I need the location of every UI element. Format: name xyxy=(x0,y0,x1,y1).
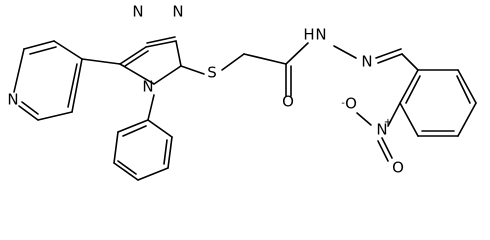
atom-triazole-n2: N xyxy=(172,3,183,21)
bond-benz-inner-1 xyxy=(456,75,471,104)
bond-ph-inner-2 xyxy=(117,160,137,175)
bond-pyr-inner-3 xyxy=(67,63,78,108)
bond-pyr-c2-n xyxy=(13,48,25,93)
bond-ph-c1-c2 xyxy=(147,119,173,138)
bond-ph-c6-c1 xyxy=(117,119,149,133)
bond-s-ch2 xyxy=(221,53,245,71)
bond-ph-c5-c6 xyxy=(113,131,119,164)
bond-n-ch-double xyxy=(375,48,402,59)
bond-pyr-n-c6 xyxy=(18,105,39,121)
bond-nitro-o-bot-double xyxy=(377,140,389,162)
atom-nitro-nitrogen: N xyxy=(376,121,387,139)
bond-benz-inner-3 xyxy=(405,75,421,104)
atom-nitro-charge-plus: + xyxy=(384,117,392,128)
bond-pyr-c3-c2 xyxy=(23,40,55,50)
bonds xyxy=(13,36,477,181)
bond-benz-c6-c1 xyxy=(399,69,419,104)
bond-carbonyl-nh xyxy=(285,42,309,65)
bond-triazole-c5-n1 xyxy=(119,46,147,65)
bond-triazole-n1-n2 xyxy=(145,40,177,48)
bond-pyr-c6-c5 xyxy=(37,111,73,121)
atom-nitro-oxygen-top: O xyxy=(345,95,357,113)
atom-amide-hydrogen: H xyxy=(303,26,314,44)
atom-nitro-charge-minus: - xyxy=(341,98,345,109)
bond-ph-inner-1 xyxy=(163,139,168,165)
bond-n4-phenyl xyxy=(147,94,155,121)
atom-carbonyl-oxygen: O xyxy=(282,93,294,111)
atom-nitro-oxygen-bottom: O xyxy=(392,159,404,177)
bond-n-ch xyxy=(377,53,403,64)
chemical-structure-diagram: N N N S O H N N N N + O - O xyxy=(7,3,477,181)
bond-triazole-c3-n4 xyxy=(153,65,182,85)
atom-imine-nitrogen: N xyxy=(361,53,372,71)
bond-benz-c3-c4 xyxy=(457,102,477,137)
atom-amide-nitrogen: N xyxy=(315,26,326,44)
bond-triazole-n4-c5 xyxy=(119,63,155,85)
bond-c3-s xyxy=(180,65,205,75)
bond-ph-inner-3 xyxy=(122,125,147,137)
bond-ch-aryl xyxy=(401,53,419,71)
bond-ph-c4-c5 xyxy=(113,162,139,181)
bond-ch2-carbonyl xyxy=(243,53,287,65)
bond-pyr-inner-2 xyxy=(21,101,39,115)
bond-pyr-c4-c3 xyxy=(53,40,83,60)
bond-pyr-inner-1 xyxy=(29,46,57,55)
bond-benz-c2-c3 xyxy=(457,69,477,104)
bond-nh-n xyxy=(333,45,357,59)
atom-labels: N N N S O H N N N N + O - O xyxy=(7,3,404,177)
bond-triazole-n2-c3 xyxy=(175,40,182,67)
bond-c5-pyridine xyxy=(81,58,121,65)
bond-ph-c3-c4 xyxy=(137,167,169,181)
atom-sulfur: S xyxy=(207,64,217,82)
bond-triazole-c5-n1-double xyxy=(124,50,149,67)
bond-benz-nitro xyxy=(387,102,401,127)
bond-pyr-c5-c4 xyxy=(71,58,83,113)
bond-benz-c5-c6 xyxy=(399,102,419,137)
bond-nitro-o-top xyxy=(356,112,372,126)
bond-ph-c2-c3 xyxy=(167,136,173,169)
atom-triazole-n1: N xyxy=(132,3,143,21)
atom-triazole-n4: N xyxy=(142,78,153,96)
bond-triazole-n1-n2-double xyxy=(146,36,176,44)
bond-nitro-o-bot xyxy=(381,137,393,159)
atom-pyridine-nitrogen: N xyxy=(7,91,18,109)
